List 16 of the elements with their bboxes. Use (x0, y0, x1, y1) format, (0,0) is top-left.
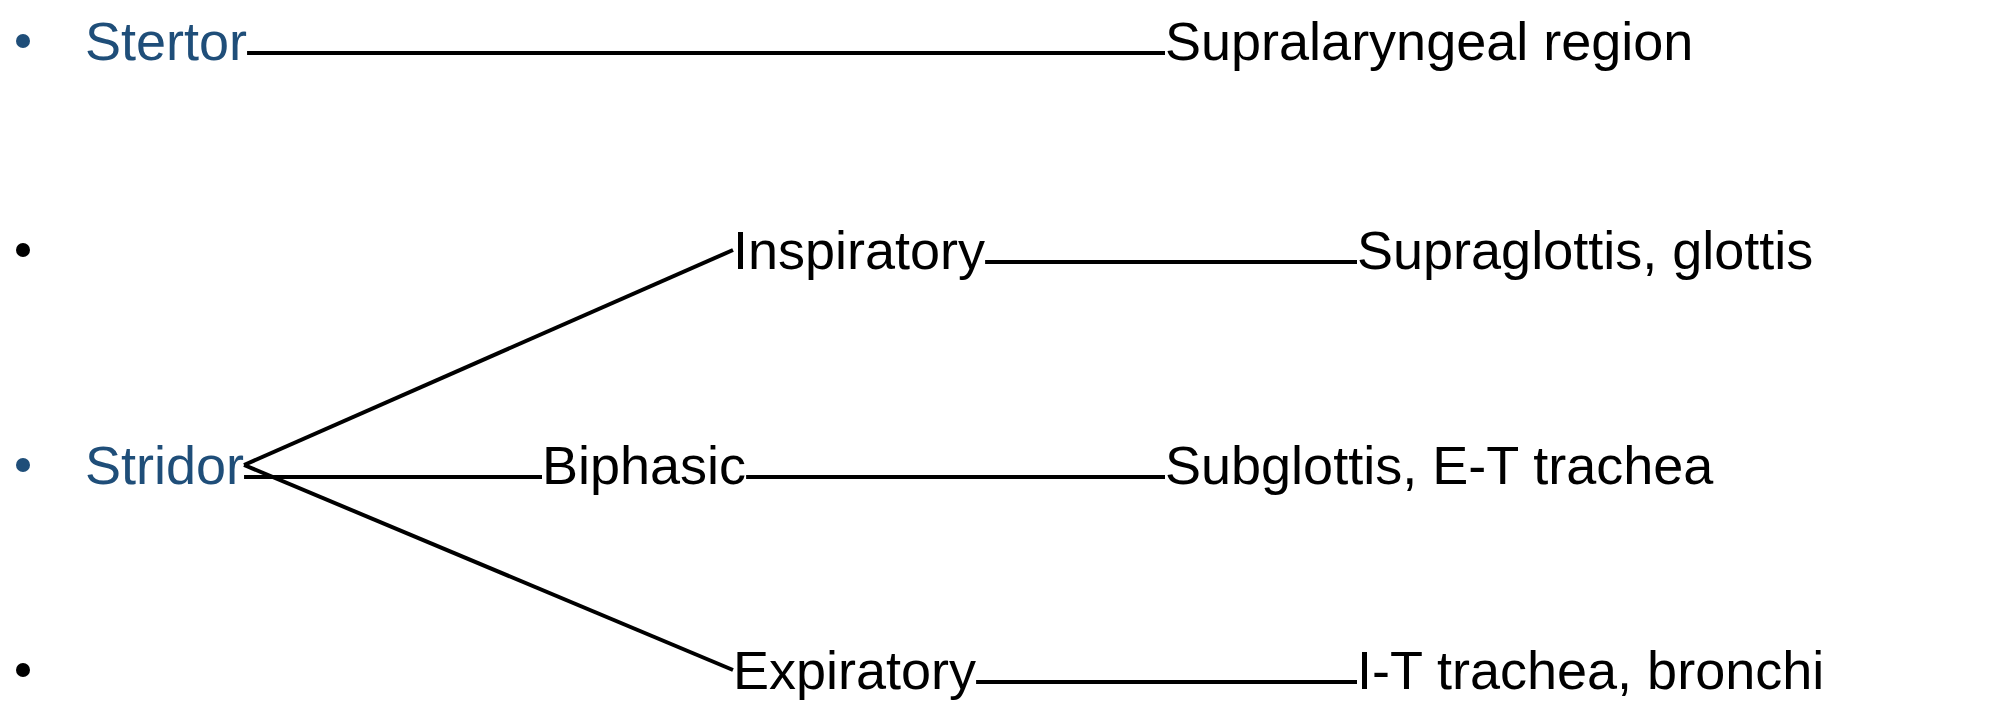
term-text: I-T trachea, bronchi (1357, 638, 1825, 702)
connector-line (243, 248, 734, 467)
term-text: Subglottis, E-T trachea (1165, 433, 1714, 497)
term-text: Stridor (85, 433, 245, 497)
term-text: Supraglottis, glottis (1357, 218, 1814, 282)
connector-line (746, 475, 1165, 479)
term-text: Supralaryngeal region (1165, 9, 1694, 73)
term-text: Inspiratory (733, 218, 986, 282)
connector-line (247, 51, 1165, 55)
connector-line (243, 463, 734, 672)
term-text: Biphasic (542, 433, 747, 497)
term-text: Stertor (85, 9, 248, 73)
connector-line (976, 680, 1357, 684)
connector-line (244, 475, 542, 479)
term-text: Expiratory (733, 638, 977, 702)
connector-line (985, 260, 1357, 264)
